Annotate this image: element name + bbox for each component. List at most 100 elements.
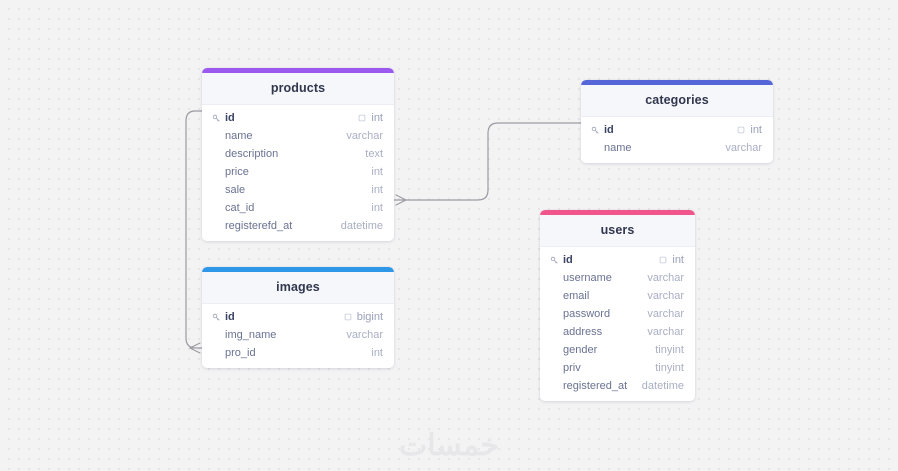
column-row[interactable]: pro_id int (202, 344, 394, 362)
table-card-categories[interactable]: categories id int name varchar (581, 80, 773, 163)
column-row[interactable]: img_name varchar (202, 326, 394, 344)
column-type: varchar (346, 329, 383, 341)
column-type: varchar (647, 272, 684, 284)
column-row[interactable]: name varchar (581, 139, 773, 157)
column-row[interactable]: gender tinyint (540, 341, 695, 359)
relationship-products-categories (393, 122, 582, 206)
column-type-wrap: text (365, 148, 383, 160)
column-name: description (225, 148, 279, 160)
column-name: id (225, 311, 235, 323)
auto-increment-icon (736, 125, 746, 135)
column-name: priv (563, 362, 581, 374)
column-name: email (563, 290, 590, 302)
column-type-wrap: tinyint (655, 362, 684, 374)
key-icon (211, 312, 222, 323)
column-type-wrap: int (371, 166, 383, 178)
column-type: varchar (647, 326, 684, 338)
column-type-wrap: varchar (647, 272, 684, 284)
watermark-text: خمسات (398, 429, 500, 462)
column-type: int (750, 124, 762, 136)
table-title-categories: categories (581, 85, 773, 117)
table-accent-bar-products (202, 68, 394, 73)
column-type: text (365, 148, 383, 160)
column-type-wrap: datetime (341, 220, 383, 232)
column-type: datetime (641, 380, 684, 392)
column-type: int (672, 254, 684, 266)
table-title-users: users (540, 215, 695, 247)
column-name: password (563, 308, 611, 320)
column-type-wrap: int (357, 112, 383, 124)
crows-foot-marker-images-pro-id (189, 342, 201, 354)
column-name: cat_id (225, 202, 255, 214)
table-accent-bar-users (540, 210, 695, 215)
auto-increment-icon (658, 255, 668, 265)
column-name: registerefd_at (225, 220, 293, 232)
column-type-wrap: int (371, 202, 383, 214)
column-type: int (371, 166, 383, 178)
key-icon (590, 125, 601, 136)
table-columns-categories: id int name varchar (581, 117, 773, 163)
table-title-products: products (202, 73, 394, 105)
column-row[interactable]: address varchar (540, 323, 695, 341)
column-type: varchar (647, 290, 684, 302)
column-row[interactable]: registered_at datetime (540, 377, 695, 395)
column-type: varchar (647, 308, 684, 320)
column-type: int (371, 184, 383, 196)
column-type-wrap: varchar (647, 308, 684, 320)
column-name: address (563, 326, 603, 338)
column-row[interactable]: priv tinyint (540, 359, 695, 377)
column-type: tinyint (655, 362, 684, 374)
column-type-wrap: int (658, 254, 684, 266)
column-type: int (371, 202, 383, 214)
column-row[interactable]: price int (202, 163, 394, 181)
key-icon (549, 255, 560, 266)
column-name: pro_id (225, 347, 256, 359)
auto-increment-icon (357, 113, 367, 123)
column-type: varchar (346, 130, 383, 142)
column-type-wrap: bigint (343, 311, 383, 323)
column-type-wrap: varchar (346, 329, 383, 341)
column-row[interactable]: password varchar (540, 305, 695, 323)
column-type: int (371, 347, 383, 359)
column-type-wrap: int (736, 124, 762, 136)
column-row[interactable]: description text (202, 145, 394, 163)
column-row[interactable]: cat_id int (202, 199, 394, 217)
column-type: tinyint (655, 344, 684, 356)
column-type-wrap: varchar (647, 290, 684, 302)
column-row[interactable]: id bigint (202, 308, 394, 326)
column-row[interactable]: id int (581, 121, 773, 139)
auto-increment-icon (343, 312, 353, 322)
column-type-wrap: varchar (647, 326, 684, 338)
table-accent-bar-categories (581, 80, 773, 85)
column-row[interactable]: sale int (202, 181, 394, 199)
column-name: price (225, 166, 249, 178)
column-type: bigint (356, 311, 383, 323)
column-type: datetime (340, 220, 383, 232)
column-row[interactable]: id int (540, 251, 695, 269)
column-type: varchar (725, 142, 762, 154)
table-accent-bar-images (202, 267, 394, 272)
column-name: registered_at (563, 380, 628, 392)
column-name: img_name (225, 329, 277, 341)
table-title-images: images (202, 272, 394, 304)
column-row[interactable]: registerefd_at datetime (202, 217, 394, 235)
column-name: name (604, 142, 632, 154)
key-icon (211, 113, 222, 124)
column-name: gender (563, 344, 598, 356)
column-name: id (604, 124, 614, 136)
column-row[interactable]: email varchar (540, 287, 695, 305)
column-type: int (371, 112, 383, 124)
column-name: id (563, 254, 573, 266)
column-name: sale (225, 184, 246, 196)
column-type-wrap: varchar (725, 142, 762, 154)
table-card-images[interactable]: images id bigint img_name varchar pro_id int (202, 267, 394, 368)
